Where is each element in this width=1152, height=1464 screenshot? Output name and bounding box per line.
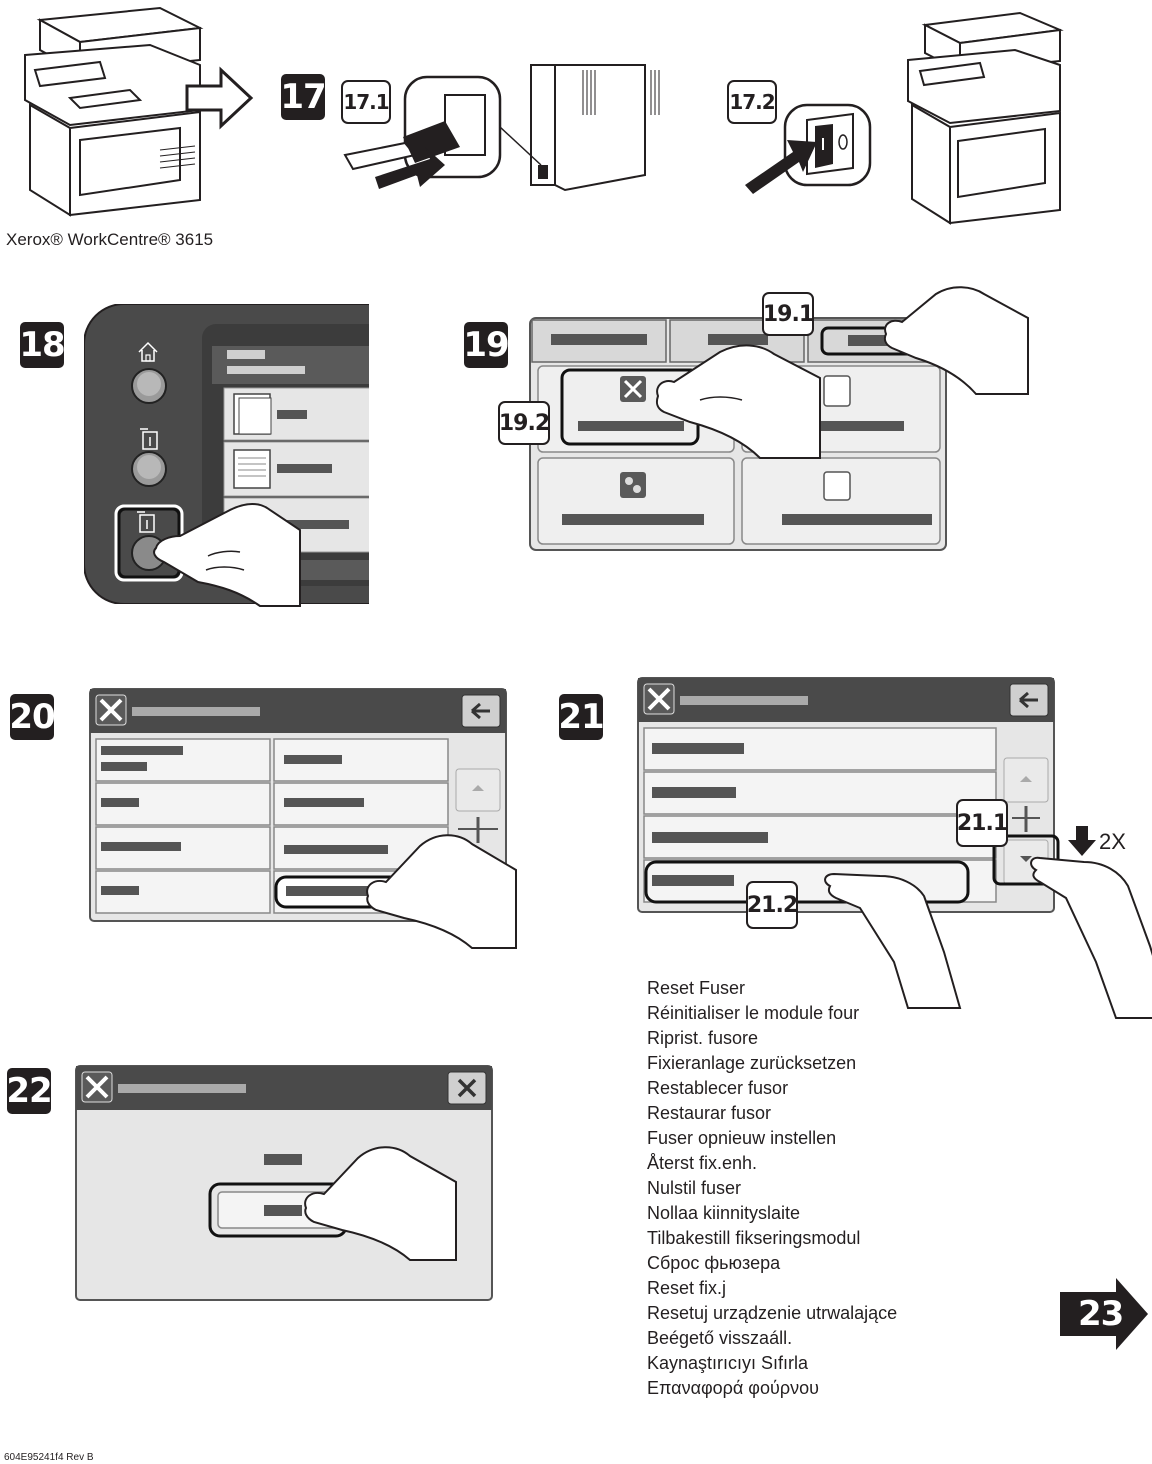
translation-item: Επαναφορά φούρνου bbox=[647, 1378, 819, 1398]
power-switch-illustration bbox=[745, 103, 872, 194]
hand-pointer-illustration-20 bbox=[366, 834, 517, 949]
reset-fuser-translations: Reset Fuser Réinitialiser le module four… bbox=[647, 976, 897, 1401]
step-21-2-callout: 21.2 bbox=[746, 881, 798, 929]
step-21-1-callout: 21.1 bbox=[956, 799, 1008, 847]
translation-item: Kaynaştırıcıyı Sıfırla bbox=[647, 1353, 809, 1373]
next-step-arrow-icon bbox=[1060, 1278, 1148, 1350]
translation-item: Fixieranlage zurücksetzen bbox=[647, 1053, 857, 1073]
step-20-badge: 20 bbox=[9, 694, 56, 740]
scroll-count-label: 2X bbox=[1099, 829, 1126, 854]
translation-item: Restaurar fusor bbox=[647, 1103, 772, 1123]
hand-pointer-illustration-22 bbox=[304, 1146, 457, 1261]
job-status-button[interactable] bbox=[130, 450, 168, 488]
step-17-1-callout: 17.1 bbox=[341, 80, 391, 124]
hand-pointer-illustration-21b bbox=[1030, 856, 1152, 1019]
step-19-badge: 19 bbox=[463, 322, 510, 368]
product-caption: Xerox® WorkCentre® 3615 bbox=[6, 230, 214, 249]
hand-pointer-illustration-21a bbox=[824, 872, 962, 1009]
translation-item: Beégető visszaáll. bbox=[647, 1328, 793, 1348]
translation-item: Fuser opnieuw instellen bbox=[647, 1128, 837, 1148]
translation-item: Nollaa kiinnityslaite bbox=[647, 1203, 801, 1223]
translation-item: Reset fix.j bbox=[647, 1278, 727, 1298]
translation-item: Återst fix.enh. bbox=[647, 1153, 758, 1173]
hand-pointer-illustration-19a bbox=[655, 344, 821, 459]
printer-illustration-right bbox=[907, 11, 1064, 225]
step-17-badge: 17 bbox=[280, 74, 327, 120]
translation-item: Nulstil fuser bbox=[647, 1178, 742, 1198]
list-screen-illustration bbox=[637, 677, 1060, 913]
hand-pointer-illustration-19b bbox=[883, 286, 1029, 395]
step-21-badge: 21 bbox=[558, 694, 605, 740]
machine-status-icon bbox=[139, 514, 155, 533]
arrow-right-icon bbox=[185, 66, 254, 130]
step-19-2-callout: 19.2 bbox=[498, 401, 550, 445]
step-19-1-callout: 19.1 bbox=[762, 292, 814, 336]
translation-item: Tilbakestill fikseringsmodul bbox=[647, 1228, 861, 1248]
translation-item: Reset Fuser bbox=[647, 978, 746, 998]
translation-item: Resetuj urządzenie utrwalające bbox=[647, 1303, 898, 1323]
step-22-badge: 22 bbox=[6, 1068, 53, 1114]
translation-item: Réinitialiser le module four bbox=[647, 1003, 860, 1023]
translation-item: Restablecer fusor bbox=[647, 1078, 789, 1098]
tools-screen-illustration bbox=[89, 688, 507, 922]
hand-pointer-illustration-18 bbox=[153, 503, 301, 607]
translation-item: Riprist. fusore bbox=[647, 1028, 759, 1048]
document-number: 604E95241f4 Rev B bbox=[4, 1452, 94, 1463]
step-23-label: 23 bbox=[1078, 1294, 1124, 1334]
down-arrow-icon bbox=[1068, 826, 1096, 856]
step-17-2-callout: 17.2 bbox=[727, 80, 777, 124]
translation-item: Сброс фьюзера bbox=[647, 1253, 781, 1273]
info-icon bbox=[140, 428, 158, 450]
power-cord-illustration bbox=[343, 64, 660, 192]
home-icon bbox=[138, 341, 158, 362]
step-18-badge: 18 bbox=[19, 322, 66, 368]
home-button[interactable] bbox=[130, 367, 168, 405]
printer-illustration-left bbox=[24, 6, 204, 217]
